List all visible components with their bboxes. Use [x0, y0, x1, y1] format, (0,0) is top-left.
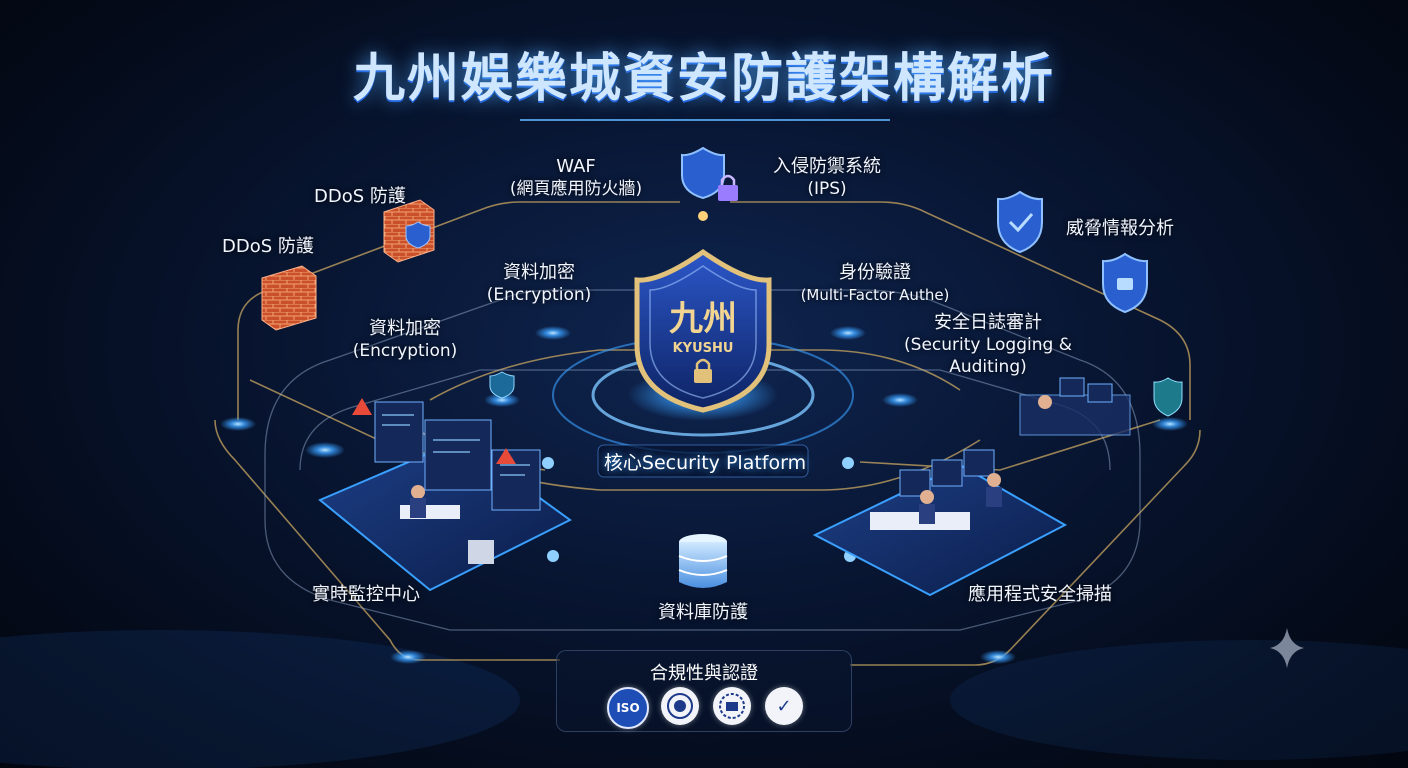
waf-title: WAF [556, 156, 596, 177]
logging-label: 安全日誌審計 (Security Logging & Auditing) [896, 312, 1080, 378]
encryption-title: 資料加密 [503, 262, 575, 283]
threat-intel-label: 威脅情報分析 [1066, 218, 1174, 239]
encryption-title: 資料加密 [369, 318, 441, 339]
encryption-subtitle: (Encryption) [486, 285, 592, 305]
certification-seal-icon [661, 687, 699, 725]
threat-shield-icon [997, 190, 1183, 417]
encryption-lock-icon [489, 371, 515, 399]
ips-title: 入侵防禦系統 [773, 156, 881, 177]
node-glows [220, 211, 1188, 664]
compliance-panel: 合規性與認證 ISO ✓ [556, 650, 852, 732]
database-icon [678, 534, 728, 588]
page-title: 九州娛樂城資安防護架構解析 [352, 49, 1055, 109]
circuit-lines [214, 201, 1201, 666]
waf-subtitle: (網頁應用防火牆) [509, 179, 643, 199]
ips-label: 入侵防禦系統 (IPS) [752, 156, 902, 200]
shield-lock-icon [681, 146, 738, 201]
mfa-label: 身份驗證 (Multi-Factor Authe) [782, 262, 968, 306]
db-protection-label: 資料庫防護 [658, 602, 748, 623]
central-shield: 九州 KYUSHU [634, 248, 772, 413]
app-scan-label: 應用程式安全掃描 [968, 584, 1112, 605]
logging-subtitle-2: Auditing) [949, 357, 1027, 377]
ddos-label-lower: DDoS 防護 [222, 236, 314, 257]
mfa-subtitle: (Multi-Factor Authe) [800, 286, 950, 304]
verified-check-icon: ✓ [765, 687, 803, 725]
firewall-icon [261, 199, 435, 331]
encryption-label-lower: 資料加密 (Encryption) [342, 318, 468, 362]
compliance-title: 合規性與認證 [650, 663, 758, 684]
ips-subtitle: (IPS) [807, 179, 847, 199]
logging-subtitle-1: (Security Logging & [904, 335, 1072, 355]
lock-icon [694, 369, 712, 383]
app-scan-illustration [812, 377, 1131, 597]
encryption-subtitle: (Encryption) [352, 341, 458, 361]
compliance-seal-icon [713, 687, 751, 725]
monitoring-center-illustration [318, 398, 572, 592]
shield-brand-cn: 九州 [669, 299, 737, 339]
logging-title: 安全日誌審計 [934, 312, 1042, 333]
mfa-title: 身份驗證 [839, 262, 911, 283]
ddos-label-upper: DDoS 防護 [314, 186, 406, 207]
iso-badge: ISO [607, 687, 649, 729]
encryption-label-upper: 資料加密 (Encryption) [476, 262, 602, 306]
waf-label: WAF (網頁應用防火牆) [488, 156, 664, 200]
sparkle-icon [1270, 628, 1304, 668]
core-platform-label: 核心Security Platform [603, 452, 807, 474]
shield-brand-en: KYUSHU [673, 341, 734, 356]
monitoring-label: 實時監控中心 [312, 584, 420, 605]
